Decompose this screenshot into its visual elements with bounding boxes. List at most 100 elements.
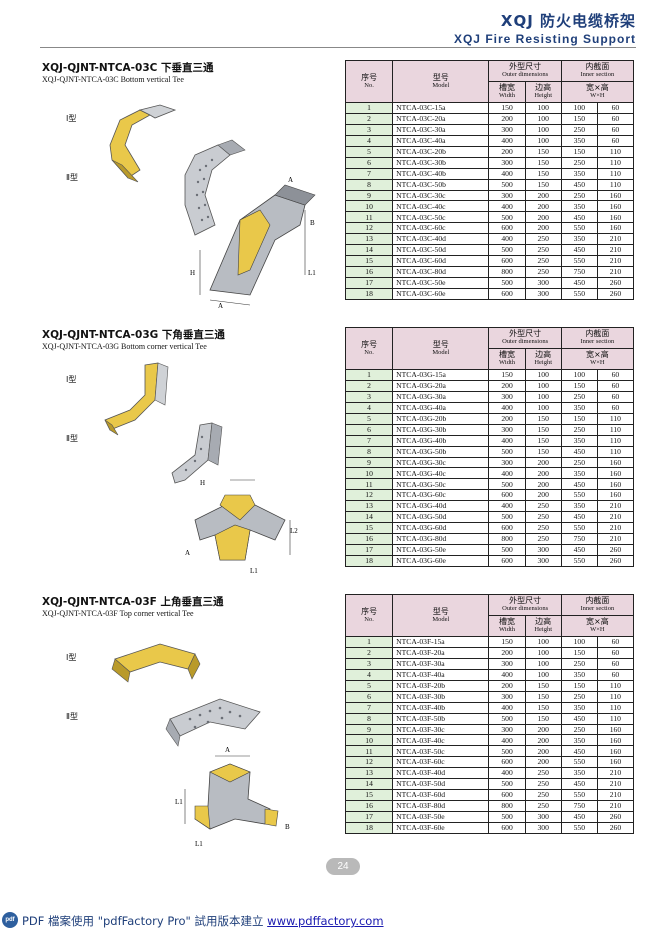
cell-width: 500 bbox=[488, 178, 526, 191]
cell-inner-h: 110 bbox=[596, 178, 635, 191]
cell-height: 150 bbox=[524, 690, 562, 703]
cell-inner-h: 260 bbox=[596, 821, 635, 834]
cell-inner-h: 160 bbox=[596, 456, 635, 469]
cell-height: 150 bbox=[524, 156, 562, 169]
cell-inner-w: 350 bbox=[560, 500, 598, 513]
cell-inner-h: 210 bbox=[596, 533, 635, 545]
dim-h-label: H bbox=[200, 479, 205, 487]
cell-height: 100 bbox=[524, 668, 562, 681]
cell-inner-h: 110 bbox=[596, 712, 635, 725]
cell-inner-w: 350 bbox=[560, 467, 598, 480]
cell-inner-w: 350 bbox=[560, 200, 598, 213]
cell-no: 14 bbox=[344, 511, 394, 524]
cell-no: 10 bbox=[344, 200, 394, 213]
cell-no: 15 bbox=[344, 789, 394, 802]
cell-height: 250 bbox=[524, 789, 562, 802]
cell-inner-h: 160 bbox=[596, 467, 635, 480]
th-width-en: Width bbox=[499, 359, 516, 367]
cell-inner-w: 350 bbox=[560, 134, 598, 147]
cell-height: 200 bbox=[524, 745, 562, 758]
cell-width: 500 bbox=[488, 778, 526, 791]
cell-inner-w: 100 bbox=[560, 102, 598, 114]
cell-inner-w: 350 bbox=[560, 167, 598, 180]
cell-inner-h: 160 bbox=[596, 734, 635, 747]
cell-inner-h: 60 bbox=[596, 369, 635, 381]
cell-model: NTCA-03F-40b bbox=[392, 701, 490, 714]
cell-width: 500 bbox=[488, 211, 526, 224]
cell-height: 100 bbox=[524, 636, 562, 648]
cell-height: 100 bbox=[524, 401, 562, 414]
cell-no: 13 bbox=[344, 767, 394, 780]
th-wh-en: W×H bbox=[590, 92, 605, 100]
cell-model: NTCA-03C-50c bbox=[392, 211, 490, 224]
cell-no: 7 bbox=[344, 434, 394, 447]
section-subtitle: XQJ-QJNT-NTCA-03C Bottom vertical Tee bbox=[42, 75, 184, 84]
cell-inner-h: 210 bbox=[596, 500, 635, 513]
cell-inner-w: 450 bbox=[560, 178, 598, 191]
cell-model: NTCA-03F-30b bbox=[392, 690, 490, 703]
cell-height: 100 bbox=[524, 646, 562, 659]
cell-no: 9 bbox=[344, 189, 394, 202]
cell-height: 150 bbox=[524, 145, 562, 158]
th-model-en: Model bbox=[432, 615, 450, 623]
cell-inner-w: 550 bbox=[560, 554, 598, 567]
brand-title-cn: XQJ 防火电缆桥架 bbox=[500, 12, 636, 30]
th-width-cn: 槽宽 bbox=[499, 617, 516, 627]
cell-no: 11 bbox=[344, 745, 394, 758]
cell-width: 500 bbox=[488, 277, 526, 289]
cell-model: NTCA-03C-60d bbox=[392, 255, 490, 268]
cell-inner-h: 160 bbox=[596, 756, 635, 769]
cell-height: 300 bbox=[524, 287, 562, 300]
footer-link[interactable]: www.pdffactory.com bbox=[267, 914, 384, 928]
cell-model: NTCA-03G-30b bbox=[392, 423, 490, 436]
th-width-cn: 槽宽 bbox=[499, 350, 516, 360]
cell-no: 2 bbox=[344, 112, 394, 125]
cell-model: NTCA-03F-50c bbox=[392, 745, 490, 758]
cell-width: 600 bbox=[488, 222, 526, 235]
cell-width: 500 bbox=[488, 244, 526, 257]
cell-inner-w: 250 bbox=[560, 156, 598, 169]
th-width-cn: 槽宽 bbox=[499, 83, 516, 93]
cell-height: 300 bbox=[524, 811, 562, 823]
cell-height: 200 bbox=[524, 489, 562, 502]
cell-height: 250 bbox=[524, 767, 562, 780]
cell-inner-h: 60 bbox=[596, 668, 635, 681]
cell-inner-h: 160 bbox=[596, 189, 635, 202]
th-no-en: No. bbox=[364, 81, 374, 89]
th-outer-cn: 外型尺寸 bbox=[509, 62, 542, 72]
cell-width: 200 bbox=[488, 646, 526, 659]
cell-no: 15 bbox=[344, 522, 394, 535]
th-no-cn: 序号 bbox=[361, 606, 378, 616]
cell-model: NTCA-03C-30a bbox=[392, 123, 490, 136]
cell-model: NTCA-03G-50b bbox=[392, 445, 490, 458]
cell-height: 200 bbox=[524, 478, 562, 491]
cell-height: 200 bbox=[524, 211, 562, 224]
cell-inner-h: 160 bbox=[596, 489, 635, 502]
cell-inner-h: 110 bbox=[596, 690, 635, 703]
cell-inner-w: 550 bbox=[560, 756, 598, 769]
cell-height: 250 bbox=[524, 244, 562, 257]
cell-height: 100 bbox=[524, 657, 562, 670]
cell-height: 150 bbox=[524, 701, 562, 714]
cell-inner-h: 60 bbox=[596, 657, 635, 670]
cell-inner-w: 750 bbox=[560, 266, 598, 278]
th-inner-cn: 内截面 bbox=[585, 329, 610, 339]
tee-03g-drawing: H L2 L1 A bbox=[104, 362, 298, 575]
cell-inner-w: 550 bbox=[560, 489, 598, 502]
cell-model: NTCA-03F-60c bbox=[392, 756, 490, 769]
cell-height: 150 bbox=[524, 712, 562, 725]
cell-inner-w: 550 bbox=[560, 821, 598, 834]
cell-width: 600 bbox=[488, 821, 526, 834]
cell-inner-h: 60 bbox=[596, 646, 635, 659]
